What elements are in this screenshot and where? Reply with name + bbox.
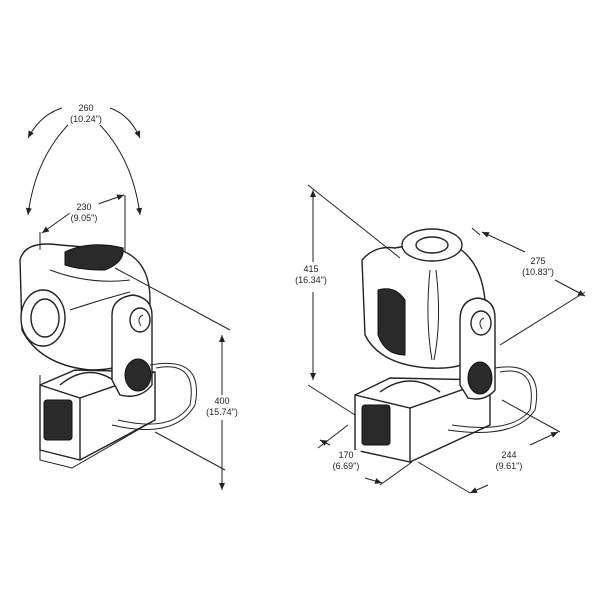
base-depth-inch: (6.69") xyxy=(332,461,360,471)
height-right-label: 415 (16.34") xyxy=(294,264,328,286)
head-depth-mm: 275 xyxy=(530,256,546,266)
tilt-arc-mm: 260 xyxy=(78,103,94,113)
base-width-mm: 244 xyxy=(501,450,517,460)
head-width-label: 230 (9.05") xyxy=(69,202,99,224)
head-width-mm: 230 xyxy=(76,202,92,212)
height-left-inch: (15.74") xyxy=(206,407,238,417)
tilt-arc-inch: (10.24") xyxy=(70,114,102,124)
height-right-mm: 415 xyxy=(303,264,319,274)
fixture-front-view xyxy=(19,243,197,469)
left-dimension-lines xyxy=(39,194,231,490)
base-depth-label: 170 (6.69") xyxy=(331,450,361,472)
head-width-inch: (9.05") xyxy=(70,213,98,223)
head-depth-inch: (10.83") xyxy=(522,267,554,277)
height-left-label: 400 (15.74") xyxy=(205,396,239,418)
tilt-arc-label: 260 (10.24") xyxy=(69,103,103,125)
head-depth-label: 275 (10.83") xyxy=(521,256,555,278)
height-right-inch: (16.34") xyxy=(295,275,327,285)
height-left-mm: 400 xyxy=(214,396,230,406)
base-width-label: 244 (9.61") xyxy=(494,450,524,472)
base-depth-mm: 170 xyxy=(338,450,354,460)
tilt-arc-arrows xyxy=(25,107,143,216)
base-width-inch: (9.61") xyxy=(495,461,523,471)
fixture-rear-view xyxy=(354,228,538,463)
right-dimension-lines xyxy=(307,184,586,494)
